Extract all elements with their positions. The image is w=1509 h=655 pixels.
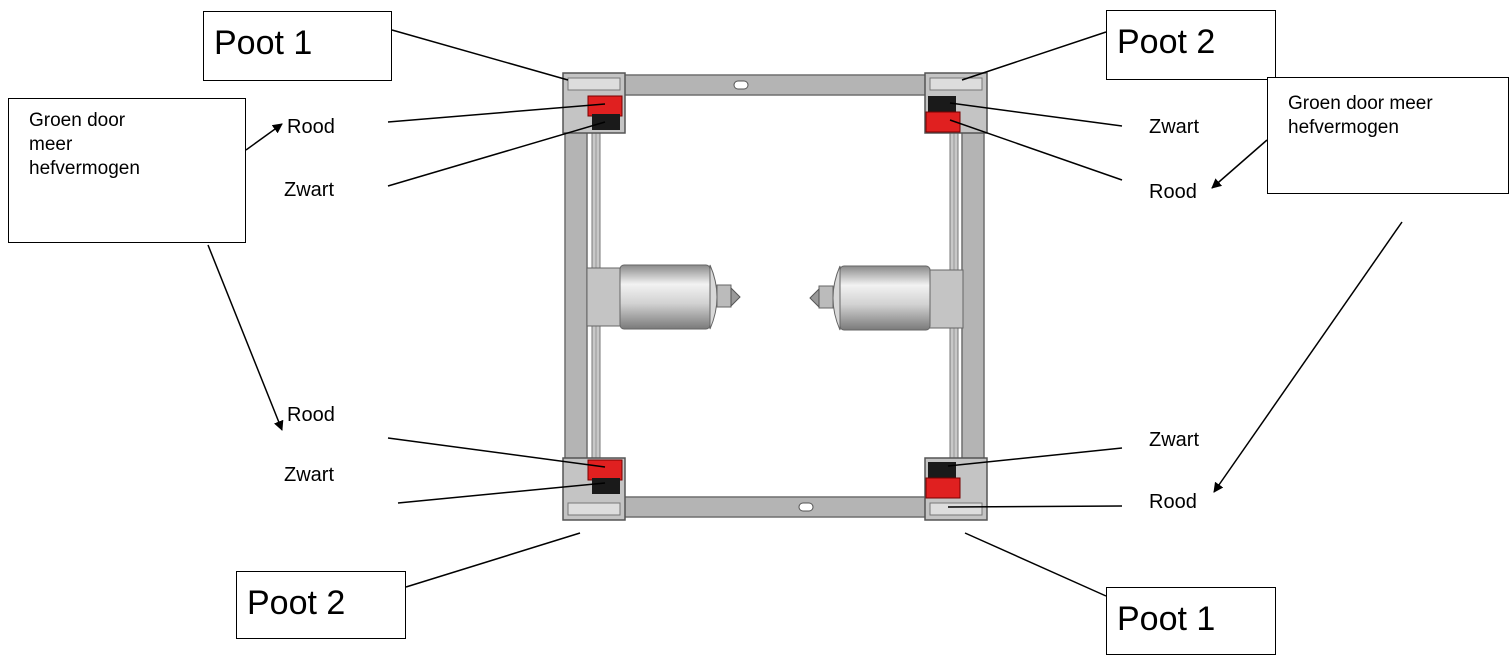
- leader-rood-tl: [387, 103, 606, 123]
- frame-left-bar: [564, 74, 588, 518]
- leader-rood-br: [947, 505, 1123, 508]
- top-slot: [733, 80, 749, 90]
- note-right-line-2: hefvermogen: [1288, 116, 1399, 138]
- label-poot-2-top: Poot 2: [1106, 10, 1276, 80]
- motor-left: [586, 264, 741, 330]
- label-poot-2-bottom: Poot 2: [236, 571, 406, 639]
- note-right-line-1: Groen door meer: [1288, 93, 1433, 114]
- arrow-left-bottom: [207, 244, 284, 431]
- leader-poot2-top: [961, 31, 1107, 81]
- leader-zwart-tr: [949, 102, 1123, 127]
- leader-rood-tr: [949, 119, 1123, 181]
- label-rood-top-right: Rood: [1149, 181, 1197, 203]
- arrow-left-top: [245, 123, 283, 151]
- label-poot-1-bottom: Poot 1: [1106, 587, 1276, 655]
- frame-bottom-bar: [564, 496, 986, 518]
- arrow-right-bottom: [1213, 221, 1403, 493]
- label-rood-bottom-left: Rood: [287, 404, 335, 426]
- note-left: Groen door meer hefvermogen: [8, 98, 246, 243]
- corner-block-bottom-right: [924, 457, 988, 521]
- label-poot-1-top: Poot 1: [203, 11, 392, 81]
- motor-right: [809, 265, 964, 331]
- leader-zwart-br: [947, 447, 1123, 467]
- arrow-right-top: [1211, 139, 1268, 189]
- leader-zwart-tl: [387, 121, 606, 187]
- label-zwart-top-left: Zwart: [284, 179, 334, 201]
- label-rood-top-left: Rood: [287, 116, 335, 138]
- note-right: Groen door meer hefvermogen: [1267, 77, 1509, 194]
- corner-block-top-left: [562, 72, 626, 134]
- arrows: [207, 123, 1403, 493]
- label-zwart-bottom-right: Zwart: [1149, 429, 1199, 451]
- leader-zwart-bl: [397, 482, 606, 504]
- frame-top-bar: [564, 74, 986, 96]
- leader-poot1-bottom: [964, 532, 1107, 597]
- note-left-line-1: Groen door: [29, 110, 126, 131]
- corner-block-top-right: [924, 72, 988, 134]
- leader-lines: [387, 29, 1123, 597]
- label-zwart-top-right: Zwart: [1149, 116, 1199, 138]
- bottom-slot: [798, 502, 814, 512]
- note-left-line-3: hefvermogen: [29, 157, 140, 179]
- label-rood-bottom-right: Rood: [1149, 491, 1197, 513]
- note-left-line-2: meer: [29, 133, 73, 155]
- label-zwart-bottom-left: Zwart: [284, 464, 334, 486]
- leader-poot2-bottom: [405, 532, 581, 588]
- leader-poot1-top: [391, 29, 569, 81]
- corner-block-bottom-left: [562, 457, 626, 521]
- frame-right-bar: [961, 74, 985, 518]
- leader-rood-bl: [387, 437, 606, 468]
